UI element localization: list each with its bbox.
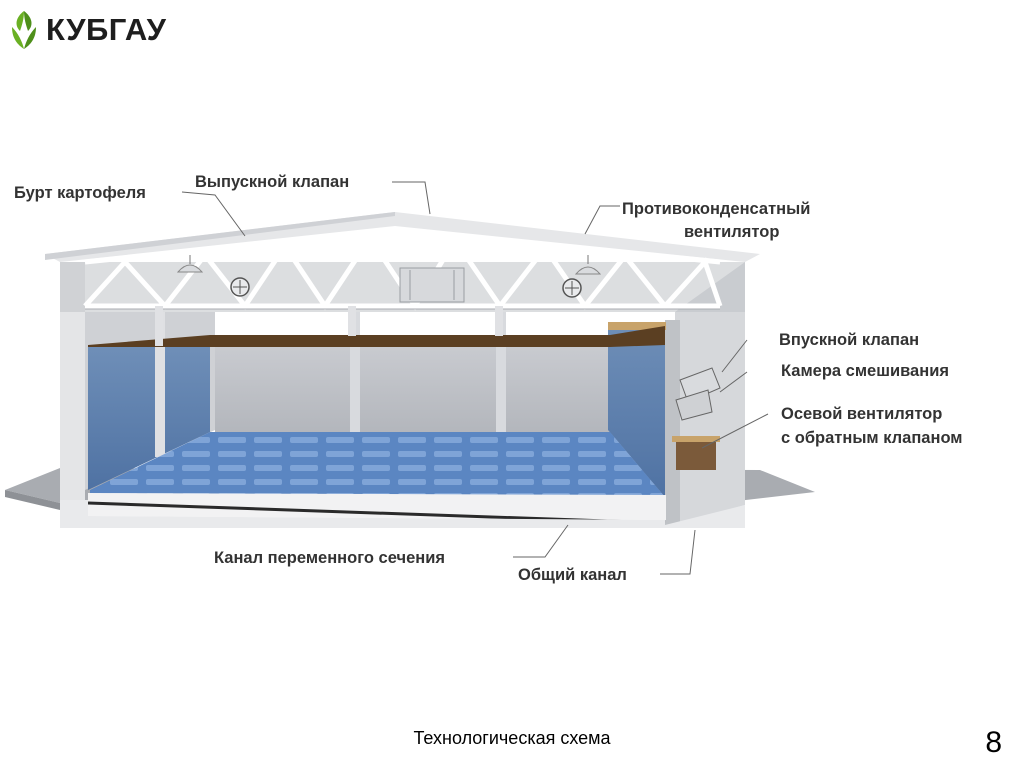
back-wall [215,345,610,433]
label-potato-pile: Бурт картофеля [14,183,146,203]
label-outlet-valve: Выпускной клапан [195,172,349,192]
label-axial-fan-line1: Осевой вентилятор [781,404,942,424]
label-anticondensation-fan-line2: вентилятор [684,222,779,242]
label-axial-fan-line2: с обратным клапаном [781,428,963,448]
label-mixing-chamber: Камера смешивания [781,361,949,381]
slide-caption: Технологическая схема [0,728,1024,749]
label-inlet-valve: Впускной клапан [779,330,919,350]
axial-fan-unit [672,436,720,470]
anticondensation-fan-left-icon [231,278,249,296]
anticondensation-fan-right-icon [563,279,581,297]
right-channel-wall [665,320,680,525]
page-number: 8 [985,726,1002,760]
label-variable-channel: Канал переменного сечения [214,548,445,568]
label-main-channel: Общий канал [518,565,627,585]
label-anticondensation-fan-line1: Противоконденсатный [622,199,810,219]
outlet-valve-unit [400,268,464,302]
